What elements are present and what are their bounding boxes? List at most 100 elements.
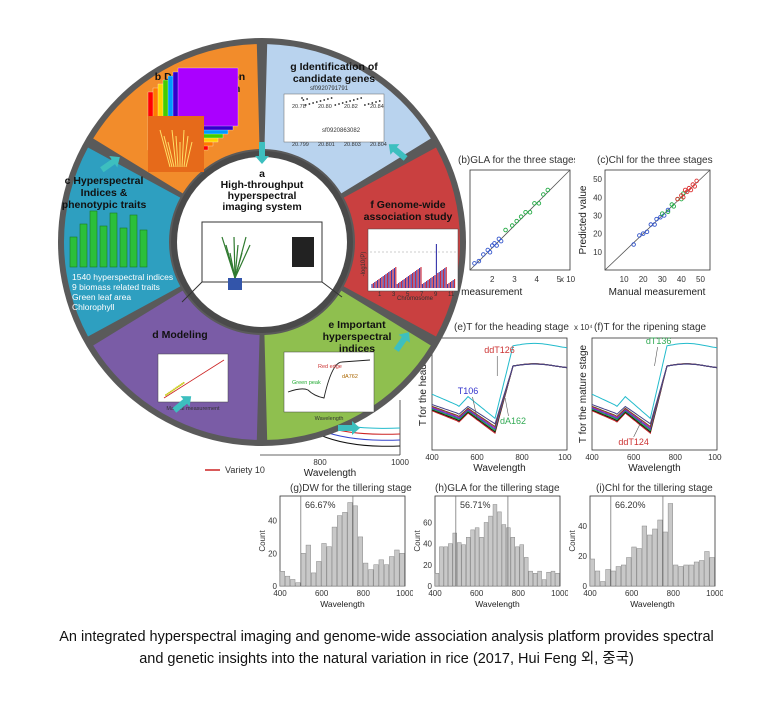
plant-leaf-icon (171, 129, 177, 168)
scatter-point (481, 252, 486, 257)
histogram-bar (657, 519, 663, 587)
histogram-bar (683, 564, 689, 587)
center-title: a (259, 168, 265, 180)
annotation-label: dT136 (646, 336, 672, 346)
x-tick-label: 800 (667, 589, 681, 598)
y-tick-label: 0 (273, 582, 278, 591)
index-label: dA762 (342, 374, 358, 380)
scatter-point (489, 243, 495, 248)
locus-point (367, 103, 370, 105)
x-tick-label: 1000 (396, 589, 413, 598)
histogram-bar (399, 553, 405, 587)
histogram-bar (452, 532, 457, 587)
workflow-wheel: b Data acquisition& reconstitutiong Iden… (58, 38, 466, 446)
y-tick-label: 0 (428, 582, 433, 591)
scatter-point (652, 222, 657, 227)
y-tick-label: 40 (423, 540, 432, 549)
histogram-bar (652, 528, 658, 587)
y-tick-label: 60 (423, 518, 432, 527)
y-axis-label: T for the headi (418, 362, 429, 426)
locus-point (378, 100, 381, 102)
spectrum-line (431, 363, 568, 425)
scatter-point (675, 196, 680, 202)
scatter-point (494, 243, 499, 248)
locus-point (364, 104, 366, 106)
segment-e-title: e Important (328, 319, 386, 331)
locus-tick: 20.804 (370, 142, 387, 148)
imaging-frame (201, 221, 323, 283)
locus-point (341, 102, 344, 104)
center-title: High-throughput (221, 179, 304, 191)
histogram-bar (537, 570, 542, 587)
histogram-bar (704, 551, 710, 587)
histogram-bar (331, 526, 337, 587)
histogram-bar (709, 557, 715, 587)
scatter-point (688, 187, 694, 193)
locus-tick: 20.80 (318, 104, 332, 110)
red-edge-label: Red edge (318, 364, 342, 370)
histogram-bar (347, 502, 353, 587)
x-axis-label: Wavelength (475, 599, 520, 609)
heading-stage-spectra-chart: 4006008001000WavelengthT for the headidd… (418, 337, 576, 474)
x-tick-label: 5 (557, 275, 562, 284)
scatter-point (509, 223, 515, 228)
histogram-bar (439, 546, 444, 587)
y-axis-label: T for the mature stage (578, 344, 589, 443)
locus-point (356, 98, 359, 100)
y-tick-label: 30 (593, 211, 602, 220)
histogram-bar (528, 570, 533, 587)
annotation-arrow (654, 346, 658, 367)
locus-point (338, 103, 340, 105)
x-axis-label: Wavelength (320, 599, 365, 609)
histogram-bar (519, 544, 524, 587)
histogram-bar (352, 505, 358, 587)
scatter-point (545, 187, 551, 193)
histogram-bar (532, 573, 538, 587)
histogram-bar (488, 515, 493, 587)
segment-c-title: c Hyperspectral (65, 175, 144, 187)
histogram-bar (631, 546, 637, 587)
gene-label: sf0920791791 (310, 86, 349, 92)
locus-point (334, 104, 337, 106)
histogram-bar (550, 570, 556, 587)
manhattan-tick: 7 (420, 292, 424, 298)
histogram-bar (546, 571, 551, 587)
rice-plant-icon (233, 236, 236, 279)
model-point (165, 394, 167, 396)
model-point (169, 390, 172, 393)
locus-tick: 20.801 (318, 142, 335, 148)
histogram-bar (373, 564, 379, 587)
x-tick-label: 600 (470, 589, 484, 598)
figure-caption: An integrated hyperspectral imaging and … (0, 626, 773, 670)
locus-tick: 20.803 (344, 142, 361, 148)
locus-tick: 20.78 (292, 104, 306, 110)
manhattan-tick: 11 (448, 292, 455, 298)
x-tick-label: 1000 (558, 453, 572, 462)
plant-leaf-icon (185, 141, 193, 168)
gene-label: sf0920863082 (322, 128, 361, 134)
percent-annotation: 66.20% (615, 500, 646, 510)
y-tick-label: 40 (593, 193, 602, 202)
trait-bar-icon (99, 225, 108, 268)
imaging-frame (181, 281, 203, 303)
workflow-arrow (255, 142, 269, 164)
model-point (182, 381, 185, 384)
trait-bar-icon (119, 227, 128, 268)
scatter-point (536, 201, 542, 206)
histogram-bar (615, 566, 621, 587)
scatter-point (665, 207, 671, 213)
plot-frame (591, 337, 718, 451)
histogram-bar (470, 529, 475, 587)
x-tick-label: 400 (585, 453, 599, 462)
x-tick-label: 50 (696, 275, 705, 284)
rice-plant-icon (229, 252, 236, 279)
x-multiplier: x 10⁵ (560, 275, 575, 284)
plant-leaf-icon (175, 135, 179, 168)
histogram-bar (510, 537, 516, 587)
x-tick-label: 800 (512, 589, 526, 598)
rice-plant-icon (234, 244, 251, 279)
histogram-bar (605, 569, 611, 587)
